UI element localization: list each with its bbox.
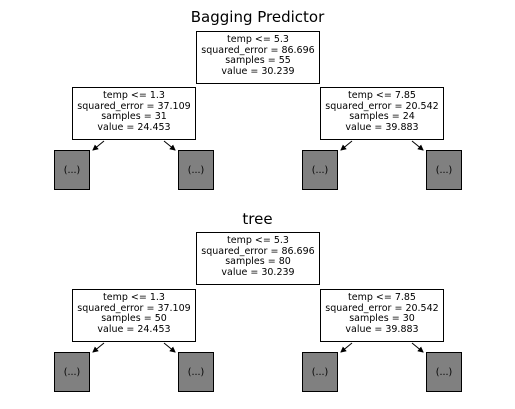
node-samples: samples = 30 xyxy=(349,313,415,324)
tree-1-right-node: temp <= 7.85 squared_error = 20.542 samp… xyxy=(320,87,444,140)
tree-2-leaf-1: (...) xyxy=(54,352,90,392)
node-value: value = 30.239 xyxy=(221,266,295,278)
node-error: squared_error = 86.696 xyxy=(201,44,315,56)
edge-1-right-leaf4 xyxy=(411,140,424,151)
tree-1-left-node: temp <= 1.3 squared_error = 37.109 sampl… xyxy=(72,87,196,140)
edge-1-right-leaf3 xyxy=(340,140,353,151)
node-samples: samples = 80 xyxy=(225,256,291,267)
node-samples: samples = 50 xyxy=(101,313,167,324)
node-condition: temp <= 7.85 xyxy=(348,90,416,101)
node-value: value = 39.883 xyxy=(345,323,419,335)
node-condition: temp <= 5.3 xyxy=(227,34,289,45)
node-error: squared_error = 37.109 xyxy=(77,302,191,314)
node-error: squared_error = 20.542 xyxy=(325,100,439,112)
node-error: squared_error = 37.109 xyxy=(77,100,191,112)
node-samples: samples = 31 xyxy=(101,111,167,122)
node-error: squared_error = 86.696 xyxy=(201,245,315,257)
tree-1-leaf-3: (...) xyxy=(302,150,338,190)
tree-1-leaf-2: (...) xyxy=(178,150,214,190)
node-value: value = 24.453 xyxy=(97,121,171,133)
tree-2-right-node: temp <= 7.85 squared_error = 20.542 samp… xyxy=(320,289,444,342)
node-samples: samples = 24 xyxy=(349,111,415,122)
node-condition: temp <= 1.3 xyxy=(103,292,165,303)
edge-2-right-leaf3 xyxy=(340,342,353,353)
tree-2-left-node: temp <= 1.3 squared_error = 37.109 sampl… xyxy=(72,289,196,342)
node-condition: temp <= 5.3 xyxy=(227,235,289,246)
tree-2-title: tree xyxy=(242,210,273,228)
node-samples: samples = 55 xyxy=(225,55,291,66)
tree-2-leaf-3: (...) xyxy=(302,352,338,392)
node-value: value = 24.453 xyxy=(97,323,171,335)
edge-1-left-leaf2 xyxy=(163,140,176,151)
node-value: value = 30.239 xyxy=(221,65,295,77)
node-value: value = 39.883 xyxy=(345,121,419,133)
node-condition: temp <= 1.3 xyxy=(103,90,165,101)
edge-2-right-leaf4 xyxy=(411,342,424,353)
edge-2-left-leaf2 xyxy=(163,342,176,353)
tree-2-leaf-4: (...) xyxy=(426,352,462,392)
node-condition: temp <= 7.85 xyxy=(348,292,416,303)
edge-2-left-leaf1 xyxy=(92,342,105,353)
edge-1-left-leaf1 xyxy=(92,140,105,151)
tree-2-root-node: temp <= 5.3 squared_error = 86.696 sampl… xyxy=(196,232,320,285)
tree-1-title: Bagging Predictor xyxy=(190,8,325,26)
tree-1-root-node: temp <= 5.3 squared_error = 86.696 sampl… xyxy=(196,31,320,84)
tree-1-leaf-1: (...) xyxy=(54,150,90,190)
tree-1-leaf-4: (...) xyxy=(426,150,462,190)
node-error: squared_error = 20.542 xyxy=(325,302,439,314)
tree-2-leaf-2: (...) xyxy=(178,352,214,392)
